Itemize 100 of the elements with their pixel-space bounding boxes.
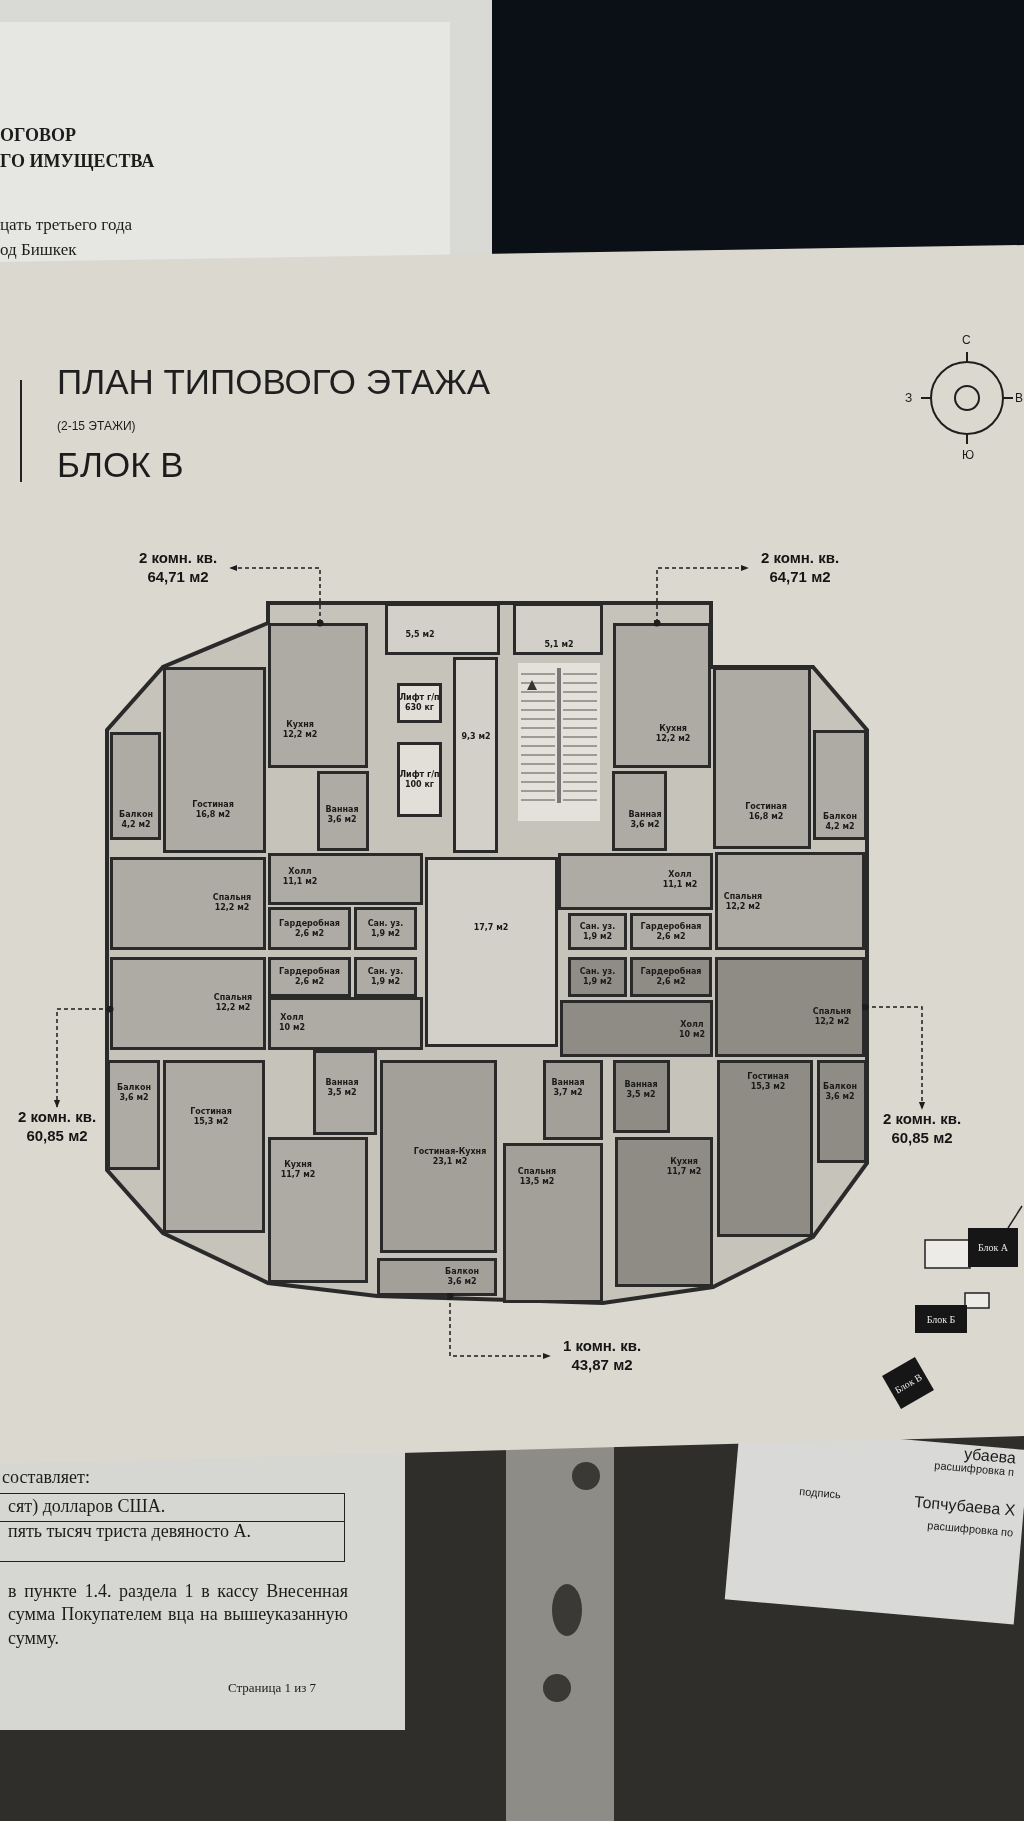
common-area bbox=[425, 857, 558, 1047]
table-cell: сят) долларов США. bbox=[0, 1493, 345, 1522]
room bbox=[715, 852, 865, 950]
room-name: Гардеробная bbox=[279, 967, 340, 977]
room bbox=[715, 957, 865, 1057]
apartment-label: 2 комн. кв. 64,71 м2 bbox=[748, 548, 852, 588]
common-area bbox=[453, 657, 498, 853]
room-name: Спальня bbox=[517, 1167, 557, 1177]
room bbox=[354, 957, 417, 997]
room-name: Балкон bbox=[823, 1082, 857, 1092]
area-label: 5,5 м2 bbox=[405, 630, 435, 640]
room bbox=[268, 623, 368, 768]
room-name: Балкон bbox=[823, 812, 857, 822]
apartment-label: 1 комн. кв. 43,87 м2 bbox=[550, 1336, 654, 1376]
compass-letter: В bbox=[1015, 391, 1023, 407]
building-block-marker: Блок А bbox=[968, 1228, 1018, 1267]
area-label: 15,3 м2 bbox=[192, 1117, 230, 1127]
area-label: 2,6 м2 bbox=[655, 931, 687, 942]
leader-line bbox=[653, 564, 749, 627]
area-label: 12,2 м2 bbox=[213, 903, 251, 913]
document-text: од Бишкек bbox=[0, 239, 77, 261]
compass-letter: З bbox=[905, 391, 913, 407]
area-label: 4,2 м2 bbox=[120, 820, 152, 830]
room bbox=[354, 907, 417, 950]
room bbox=[110, 957, 266, 1050]
room bbox=[268, 907, 351, 950]
caption-text: расшифровка по bbox=[926, 1518, 1014, 1540]
room-name: Сан. уз. bbox=[579, 967, 616, 977]
room-name: Спальня bbox=[213, 993, 253, 1003]
room-name: Гардеробная bbox=[640, 967, 702, 977]
room-name: Спальня bbox=[212, 893, 252, 903]
area-label: 12,2 м2 bbox=[724, 902, 762, 912]
room bbox=[163, 667, 266, 853]
room-name: Холл bbox=[667, 870, 693, 880]
area-label: 11,7 м2 bbox=[280, 1170, 316, 1180]
area-label: 9,3 м2 bbox=[461, 732, 491, 742]
room bbox=[110, 732, 161, 840]
area-label: 11,1 м2 bbox=[282, 877, 318, 887]
room-name: Гостиная bbox=[192, 800, 234, 810]
room-name: Гардеробная bbox=[279, 918, 340, 929]
room bbox=[717, 1060, 813, 1237]
room-name: Ванная bbox=[325, 1078, 359, 1088]
area-label: 3,5 м2 bbox=[326, 1088, 358, 1098]
room bbox=[543, 1060, 603, 1140]
room-name: Балкон bbox=[119, 810, 153, 820]
area-label: 10 м2 bbox=[679, 1030, 705, 1040]
apartment-label: 2 комн. кв. 64,71 м2 bbox=[126, 548, 230, 588]
elevator-shaft bbox=[397, 683, 442, 723]
room bbox=[713, 667, 811, 849]
area-label: 1,9 м2 bbox=[369, 977, 402, 987]
room bbox=[107, 1060, 160, 1170]
room bbox=[613, 1060, 670, 1133]
room bbox=[817, 1060, 867, 1163]
room-name: Холл bbox=[279, 1013, 305, 1023]
room-name: Кухня bbox=[669, 1157, 699, 1167]
room-name: Балкон bbox=[117, 1083, 151, 1093]
room bbox=[268, 853, 423, 905]
compass-letter: Ю bbox=[962, 448, 975, 464]
leader-line bbox=[446, 1292, 551, 1360]
area-label: 16,8 м2 bbox=[747, 812, 785, 822]
area-label: 11,1 м2 bbox=[662, 880, 698, 890]
room-name: Холл bbox=[679, 1020, 705, 1030]
room bbox=[615, 1137, 713, 1287]
room bbox=[612, 771, 667, 851]
room-name: Спальня bbox=[723, 892, 763, 902]
area-label: 15,3 м2 bbox=[749, 1082, 787, 1092]
room bbox=[568, 913, 627, 950]
area-label: 12,2 м2 bbox=[214, 1003, 252, 1013]
area-label: 12,2 м2 bbox=[282, 730, 318, 740]
document-text: в пункте 1.4. раздела 1 в кассу Внесенная сумма Покупателем вца на вышеуказанную сумму. bbox=[8, 1580, 348, 1650]
area-label: 3,6 м2 bbox=[446, 1277, 478, 1287]
room-name: Кухня bbox=[285, 720, 315, 730]
block-heading: БЛОК В bbox=[57, 444, 184, 486]
common-area bbox=[513, 603, 603, 655]
room-name: Кухня bbox=[283, 1160, 313, 1170]
room bbox=[163, 1060, 265, 1233]
area-label: 3,6 м2 bbox=[824, 1092, 856, 1102]
room bbox=[268, 997, 423, 1050]
area-label: 23,1 м2 bbox=[431, 1157, 469, 1167]
area-label: 1,9 м2 bbox=[581, 977, 614, 987]
area-label: 4,2 м2 bbox=[824, 822, 856, 832]
room-name: Лифт г/п bbox=[399, 693, 440, 703]
area-label: 13,5 м2 bbox=[518, 1177, 556, 1187]
area-label: 3,5 м2 bbox=[625, 1090, 657, 1100]
leader-line bbox=[861, 1003, 926, 1110]
room bbox=[380, 1060, 497, 1253]
compass-letter: С bbox=[962, 333, 971, 349]
area-label: 12,2 м2 bbox=[813, 1017, 851, 1027]
room bbox=[313, 1050, 377, 1135]
room-name: Холл bbox=[287, 867, 313, 877]
room-name: Сан. уз. bbox=[367, 967, 404, 977]
area-label: 630 кг bbox=[403, 703, 436, 713]
room-name: Гардеробная bbox=[640, 921, 702, 932]
room bbox=[110, 857, 266, 950]
area-label: 1,9 м2 bbox=[369, 928, 402, 939]
room-name: Балкон bbox=[445, 1267, 479, 1277]
area-label: 3,7 м2 bbox=[552, 1088, 584, 1098]
leader-line bbox=[53, 1005, 114, 1108]
room bbox=[630, 957, 712, 997]
title: ПЛАН ТИПОВОГО ЭТАЖА bbox=[57, 362, 491, 402]
